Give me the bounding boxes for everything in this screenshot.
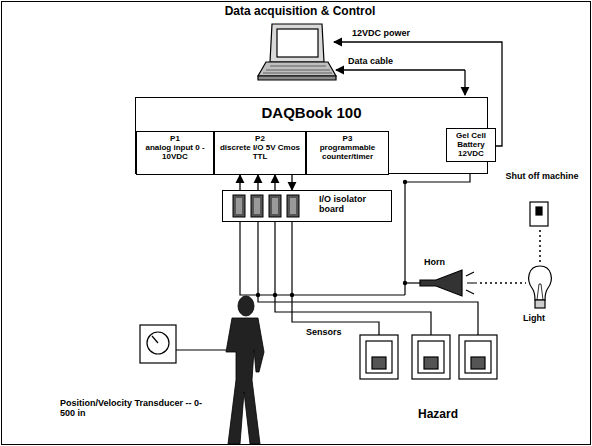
machine-label: Shut off machine <box>500 171 584 181</box>
node-text: programmable counter/timer <box>309 143 386 161</box>
isolator-module <box>236 198 242 214</box>
port-name: P1 <box>139 134 211 143</box>
isolator-module <box>287 195 299 217</box>
isolator-module <box>233 195 245 217</box>
port-box: P2discrete I/O 5V Cmos TTL <box>214 131 306 175</box>
port-box: P3programmable counter/timer <box>306 131 389 175</box>
port-name: P3 <box>309 134 386 143</box>
cable-label: Data cable <box>348 56 428 66</box>
light-bulb-icon <box>529 266 552 308</box>
isolator-module <box>269 195 281 217</box>
battery-box: Gel Cell Battery 12VDC <box>446 128 496 162</box>
sensors-label: Sensors <box>306 327 356 337</box>
power-label: 12VDC power <box>352 28 442 38</box>
dotted-link <box>480 282 526 284</box>
horn-icon <box>420 270 477 296</box>
isolator-module <box>272 198 278 214</box>
isolator-modules <box>225 192 315 220</box>
signal-arrow <box>257 175 258 190</box>
hazard-label: Hazard <box>408 408 468 422</box>
isolator-module <box>254 198 260 214</box>
signal-wires <box>240 162 478 335</box>
person-figure <box>226 296 264 444</box>
isolator-module <box>290 198 296 214</box>
transducer-icon <box>140 325 226 363</box>
port-box: P1analog input 0 - 10VDC <box>136 131 214 175</box>
node-text: discrete I/O 5V Cmos TTL <box>217 143 303 161</box>
sensor-icons <box>360 335 497 379</box>
light-label: Light <box>523 313 563 323</box>
node-text: I/O isolator board <box>319 194 387 215</box>
diagram-title: Data acquisition & Control <box>150 5 450 19</box>
transducer-label: Position/Velocity Transducer -- 0-500 in <box>60 398 208 419</box>
signal-arrow <box>291 175 292 190</box>
port-name: P2 <box>217 134 303 143</box>
node-text: DAQBook 100 <box>136 104 487 121</box>
signal-arrow <box>274 175 275 190</box>
switch-icon <box>530 202 548 226</box>
horn-label: Horn <box>424 257 464 267</box>
node-text: Gel Cell Battery 12VDC <box>449 131 493 159</box>
isolator-module <box>251 195 263 217</box>
node-text: analog input 0 - 10VDC <box>139 143 211 161</box>
laptop-icon <box>258 24 336 80</box>
dotted-link <box>539 230 541 262</box>
device-box: DAQBook 100P1analog input 0 - 10VDCP2dis… <box>135 97 488 174</box>
signal-arrow <box>239 175 240 190</box>
isolator-board: I/O isolator board <box>222 190 392 222</box>
